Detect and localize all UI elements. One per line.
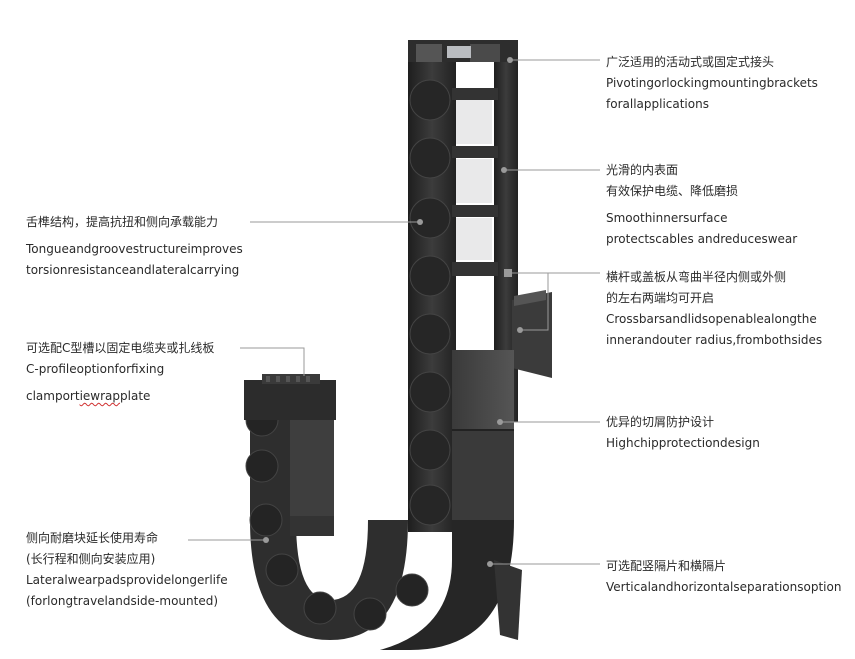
callout-brackets: 广泛适用的活动式或固定式接头 Pivotingorlockingmounting… [606, 52, 818, 115]
callout-inner-surface: 光滑的内表面 有效保护电缆、降低磨损 Smoothinnersurface pr… [606, 160, 797, 250]
callout-wear-pads: 侧向耐磨块延长使用寿命 (长行程和侧向安装应用) Lateralwearpads… [26, 528, 228, 612]
callout-tongue-groove-en2: torsionresistanceandlateralcarrying [26, 263, 240, 277]
leader-dots [263, 57, 523, 567]
callout-crossbars-cn2: 的左右两端均可开启 [606, 291, 715, 305]
callout-wear-pads-en2: (forlongtravelandside-mounted) [26, 594, 219, 608]
callout-crossbars-cn1: 横杆或盖板从弯曲半径内侧或外侧 [606, 270, 787, 284]
callout-separation: 可选配竖隔片和横隔片 Verticalandhorizontalseparati… [606, 556, 841, 598]
callout-tongue-groove-en1: Tongueandgroovestructureimproves [26, 242, 243, 256]
callout-wear-pads-cn1: 侧向耐磨块延长使用寿命 [26, 531, 159, 545]
callout-inner-surface-cn2: 有效保护电缆、降低磨损 [606, 184, 739, 198]
callout-separation-cn: 可选配竖隔片和横隔片 [606, 559, 727, 573]
callout-c-profile-en2-wavy: iewrap [79, 389, 121, 403]
callout-inner-surface-en1: Smoothinnersurface [606, 211, 728, 225]
callout-wear-pads-en1: Lateralwearpadsprovidelongerlife [26, 573, 228, 587]
callout-c-profile: 可选配C型槽以固定电缆夹或扎线板 C-profileoptionforfixin… [26, 338, 214, 407]
callout-brackets-en2: forallapplications [606, 97, 709, 111]
callout-c-profile-en2-post: plate [120, 389, 151, 403]
upper-chain-section [408, 40, 552, 532]
leader-lines [188, 59, 600, 565]
callout-chip-protection-cn: 优异的切屑防护设计 [606, 415, 715, 429]
callout-tongue-groove: 舌榫结构，提高抗扭和侧向承载能力 Tongueandgroovestructur… [26, 212, 243, 281]
callout-c-profile-en2-pre: clamport [26, 389, 80, 403]
callout-chip-protection-en: Highchipprotectiondesign [606, 436, 760, 450]
callout-c-profile-en2: clamportiewrapplate [26, 386, 214, 407]
callout-inner-surface-en2: protectscables andreduceswear [606, 232, 798, 246]
callout-c-profile-en1: C-profileoptionforfixing [26, 362, 165, 376]
callout-brackets-en1: Pivotingorlockingmountingbrackets [606, 76, 818, 90]
callout-wear-pads-cn2: (长行程和侧向安装应用) [26, 552, 156, 566]
callout-chip-protection: 优异的切屑防护设计 Highchipprotectiondesign [606, 412, 760, 454]
callout-c-profile-cn: 可选配C型槽以固定电缆夹或扎线板 [26, 341, 215, 355]
callout-separation-en: Verticalandhorizontalseparationsoption [606, 580, 842, 594]
callout-crossbars-en1: Crossbarsandlidsopenablealongthe [606, 312, 817, 326]
callout-tongue-groove-cn: 舌榫结构，提高抗扭和侧向承载能力 [26, 215, 219, 229]
callout-crossbars-en2: innerandouter radius,frombothsides [606, 333, 823, 347]
callout-crossbars: 横杆或盖板从弯曲半径内侧或外侧 的左右两端均可开启 Crossbarsandli… [606, 267, 822, 351]
lower-chain-bend [244, 374, 522, 650]
callout-brackets-cn: 广泛适用的活动式或固定式接头 [606, 55, 775, 69]
callout-inner-surface-cn1: 光滑的内表面 [606, 163, 679, 177]
